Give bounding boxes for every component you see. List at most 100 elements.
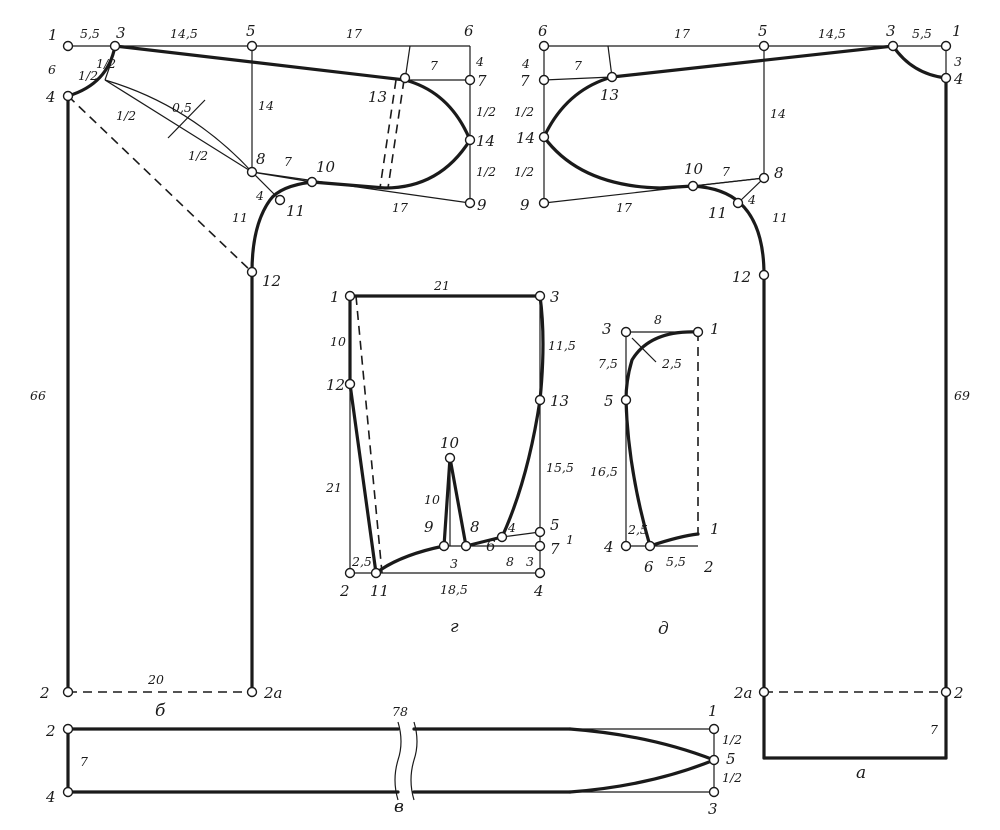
a-point-5 xyxy=(758,40,770,52)
d-caption: д xyxy=(658,619,669,639)
g-label-2: 2 xyxy=(339,582,350,600)
d-dim-3-5: 7,5 xyxy=(598,356,618,371)
v-point-2 xyxy=(62,723,74,735)
b-dim-1-4: 6 xyxy=(48,62,56,77)
a-label-9: 9 xyxy=(520,196,530,214)
v-label-3: 3 xyxy=(708,800,718,818)
a-dim-1-4: 3 xyxy=(954,54,962,69)
g-point-8 xyxy=(460,540,472,552)
a-label-5: 5 xyxy=(758,22,768,40)
a-armhole-top xyxy=(542,75,614,139)
g-label-4: 4 xyxy=(533,582,544,600)
a-dim-3-1: 5,5 xyxy=(912,26,932,41)
b-point-11 xyxy=(274,194,286,206)
g-dim-12-2: 21 xyxy=(325,480,342,495)
b-side-curve xyxy=(250,180,314,274)
g-dim-top: 21 xyxy=(433,278,450,293)
b-dim-1-2: 66 xyxy=(30,388,46,403)
a-neck-curve xyxy=(891,44,948,80)
a-label-12: 12 xyxy=(732,268,751,286)
b-dim-7-13: 7 xyxy=(430,58,438,73)
piece-b: 1 3 5 6 4 13 7 14 9 8 10 11 12 2 2а 5,5 … xyxy=(30,22,496,721)
piece-g: 1 3 12 13 10 9 8 6 5 7 2 11 4 21 10 21 1… xyxy=(325,278,576,637)
g-line-6-5 xyxy=(501,531,541,538)
v-break-left xyxy=(394,721,402,801)
a-dim-7-13: 7 xyxy=(574,58,582,73)
b-label-4: 4 xyxy=(45,88,56,106)
a-line-13-up xyxy=(607,45,613,78)
d-dim-5-4: 16,5 xyxy=(590,464,618,479)
a-label-2a: 2а xyxy=(733,684,753,702)
b-dim-diag-b: 1/2 xyxy=(188,148,208,163)
a-dim-9-8: 17 xyxy=(616,200,632,215)
b-dim-2-2a: 20 xyxy=(147,672,164,687)
b-dim-9-17: 17 xyxy=(392,200,408,215)
b-shoulder-line xyxy=(113,44,407,82)
v-point-5 xyxy=(708,754,720,766)
g-point-10 xyxy=(444,452,456,464)
d-top-curve xyxy=(624,330,700,402)
a-dim-4-2: 69 xyxy=(954,388,970,403)
a-dim-8-10: 7 xyxy=(722,164,730,179)
g-dim-2-11: 2,5 xyxy=(351,554,372,569)
v-dim-half-top: 1/2 xyxy=(722,732,742,747)
b-armhole-dashed-2 xyxy=(387,79,405,189)
b-dim-diag-a: 1/2 xyxy=(116,108,136,123)
a-dim-2-bottom: 7 xyxy=(930,722,938,737)
b-label-8: 8 xyxy=(256,150,266,168)
v-label-2: 2 xyxy=(45,722,56,740)
b-dim-bulge: 0,5 xyxy=(172,100,192,115)
d-label-1-top: 1 xyxy=(710,320,720,338)
a-armhole-bottom xyxy=(542,135,695,190)
v-point-bottom xyxy=(568,758,716,794)
v-dim-width: 7 xyxy=(80,754,88,769)
g-dim-7-4: 3 xyxy=(526,554,534,569)
b-point-7 xyxy=(464,74,476,86)
b-point-3 xyxy=(109,40,121,52)
g-label-9: 9 xyxy=(424,518,434,536)
a-point-14 xyxy=(538,131,550,143)
g-label-13: 13 xyxy=(550,392,569,410)
v-point-4 xyxy=(62,786,74,798)
a-dim-7-14: 1/2 xyxy=(514,104,534,119)
b-point-13 xyxy=(399,72,411,84)
b-bulge-tick xyxy=(167,99,206,139)
b-neck-curve xyxy=(66,44,117,98)
d-bottom-curve xyxy=(648,532,700,548)
d-label-6: 6 xyxy=(644,558,654,576)
g-dim-8-7: 8 xyxy=(506,554,514,569)
d-label-1-bottom: 1 xyxy=(710,520,720,538)
g-dim-1-12: 10 xyxy=(330,334,346,349)
d-label-2: 2 xyxy=(703,558,714,576)
g-dim-bottom: 18,5 xyxy=(440,582,468,597)
a-dim-8-12: 11 xyxy=(772,210,788,225)
a-point-2a xyxy=(758,686,770,698)
a-line-8-11 xyxy=(737,177,765,204)
b-point-4 xyxy=(62,90,74,102)
g-point-6 xyxy=(496,531,508,543)
d-label-3: 3 xyxy=(602,320,612,338)
b-point-2 xyxy=(62,686,74,698)
b-point-14 xyxy=(464,134,476,146)
a-label-10: 10 xyxy=(684,160,704,178)
b-dim-8-12: 11 xyxy=(232,210,248,225)
b-dim-6-7: 4 xyxy=(475,54,484,69)
a-dim-8-11: 4 xyxy=(747,192,756,207)
b-dim-7-14: 1/2 xyxy=(476,104,496,119)
g-point-12 xyxy=(344,378,356,390)
a-label-11: 11 xyxy=(708,204,727,222)
a-point-12 xyxy=(758,269,770,281)
v-label-5: 5 xyxy=(726,750,736,768)
g-dim-dart: 10 xyxy=(424,492,440,507)
g-point-3 xyxy=(534,290,546,302)
a-point-2 xyxy=(940,686,952,698)
b-point-8 xyxy=(246,166,258,178)
a-shoulder-line xyxy=(610,44,895,79)
d-point-6 xyxy=(644,540,656,552)
b-point-9 xyxy=(464,197,476,209)
a-dim-6-7: 4 xyxy=(521,56,530,71)
piece-v: 2 4 1 5 3 78 7 1/2 1/2 в xyxy=(45,702,742,818)
v-point-3 xyxy=(708,786,720,798)
a-line-8-10 xyxy=(692,177,765,187)
b-label-3: 3 xyxy=(116,24,126,42)
